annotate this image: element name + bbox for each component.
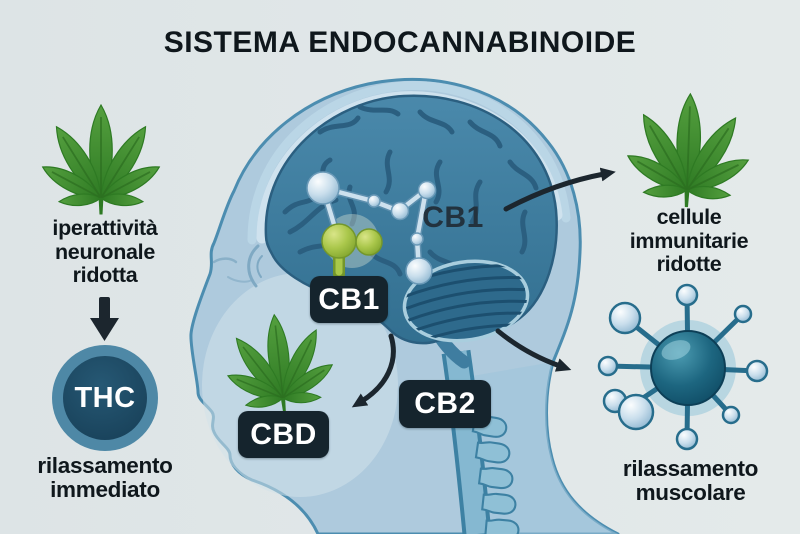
molecule-icon — [306, 171, 437, 285]
caption-line: immunitarie — [629, 228, 749, 253]
thc-molecule-icon — [52, 345, 158, 451]
caption-line: neuronale — [54, 239, 156, 264]
result-line: muscolare — [635, 480, 746, 505]
caption-line: ridotte — [656, 252, 722, 276]
caption-line: cellule — [656, 205, 722, 229]
left-result: rilassamento immediato — [10, 454, 200, 502]
arrow-brainstem-to-cell-icon — [495, 328, 572, 372]
right-caption: cellule immunitarie ridotte — [599, 205, 779, 277]
result-line: rilassamento — [37, 453, 173, 478]
result-line: rilassamento — [622, 456, 759, 481]
arrow-cb1-to-cbd-icon — [351, 333, 396, 408]
right-result: rilassamento muscolare — [598, 457, 783, 505]
cb1-brain-label: CB1 — [422, 201, 484, 234]
immune-cell-icon — [597, 283, 769, 451]
caption-line: ridotta — [72, 263, 138, 287]
neck-shading — [472, 362, 618, 534]
cb2-badge: CB2 — [399, 380, 491, 428]
cbd-badge: CBD — [238, 411, 329, 458]
ear-icon — [212, 244, 263, 288]
result-line: immediato — [50, 477, 160, 502]
arrow-brain-to-immune-icon — [503, 167, 616, 212]
cannabis-leaf-icon — [621, 90, 756, 211]
page-title: SISTEMA ENDOCANNABINOIDE — [163, 26, 637, 59]
cannabis-leaf-icon — [37, 104, 165, 216]
thc-label: THC — [74, 382, 136, 414]
caption-line: iperattività — [52, 216, 158, 240]
left-caption: iperattività neuronale ridotta — [15, 216, 195, 288]
cb1-badge: CB1 — [310, 276, 388, 323]
green-molecule-balls — [321, 223, 383, 259]
arrow-down-icon — [90, 297, 119, 341]
